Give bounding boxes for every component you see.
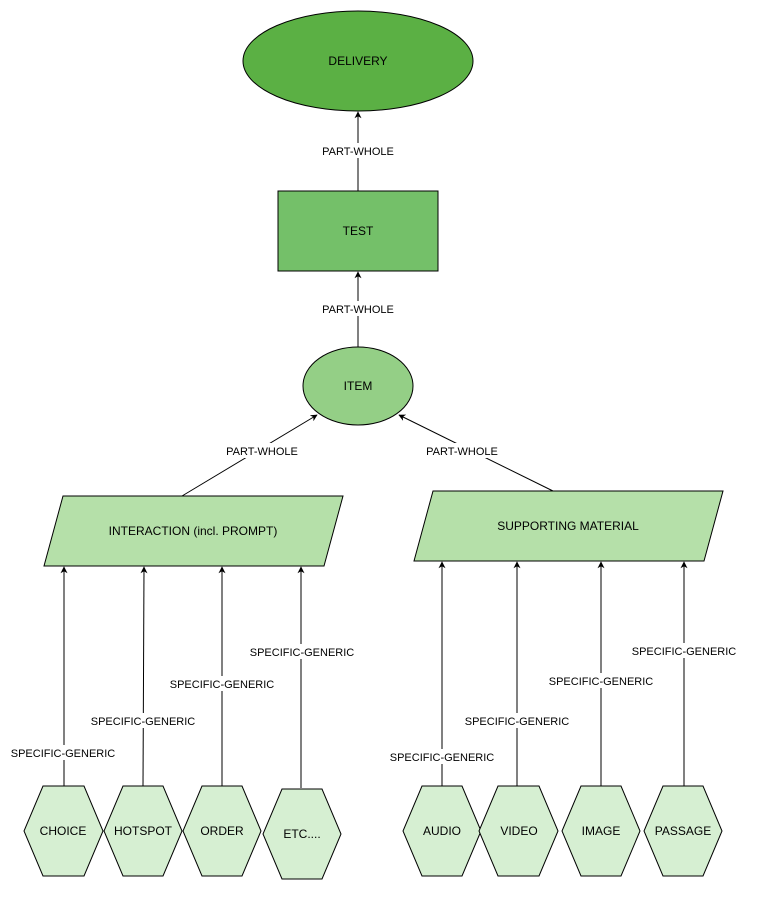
video-label: VIDEO xyxy=(500,824,537,838)
node-choice[interactable]: CHOICE xyxy=(23,785,104,877)
item-ellipse xyxy=(302,346,414,426)
edge-label-passage-to-supporting: SPECIFIC-GENERIC xyxy=(632,646,737,658)
node-item[interactable]: ITEM xyxy=(302,346,414,426)
edge-hotspot-to-interaction xyxy=(140,566,148,787)
audio-hexagon xyxy=(402,785,482,877)
edge-label-test-to-delivery: PART-WHOLE xyxy=(322,146,394,158)
order-label: ORDER xyxy=(200,824,244,838)
node-hotspot[interactable]: HOTSPOT xyxy=(103,785,183,877)
interaction-label: INTERACTION (incl. PROMPT) xyxy=(109,524,278,538)
etc-label: ETC.... xyxy=(283,827,320,841)
edge-label-supporting-to-item: PART-WHOLE xyxy=(426,446,498,458)
order-hexagon xyxy=(182,785,262,877)
choice-hexagon xyxy=(23,785,104,877)
edge-label-choice-to-interaction: SPECIFIC-GENERIC xyxy=(11,748,116,760)
image-hexagon xyxy=(561,785,641,877)
interaction-parallelogram xyxy=(43,495,344,567)
test-label: TEST xyxy=(343,224,374,238)
node-test[interactable]: TEST xyxy=(277,190,439,272)
edge-labels: PART-WHOLE PART-WHOLE PART-WHOLE PART-WH… xyxy=(9,143,739,764)
supporting-material-parallelogram xyxy=(413,490,724,562)
edge-label-image-to-supporting: SPECIFIC-GENERIC xyxy=(549,676,654,688)
node-image[interactable]: IMAGE xyxy=(561,785,641,877)
test-rectangle xyxy=(277,190,439,272)
node-interaction[interactable]: INTERACTION (incl. PROMPT) xyxy=(43,495,344,567)
hotspot-label: HOTSPOT xyxy=(114,824,173,838)
edge-label-hotspot-to-interaction: SPECIFIC-GENERIC xyxy=(91,716,196,728)
delivery-ellipse xyxy=(242,10,474,112)
node-etc[interactable]: ETC.... xyxy=(262,788,342,880)
passage-label: PASSAGE xyxy=(655,824,711,838)
hotspot-hexagon xyxy=(103,785,183,877)
node-audio[interactable]: AUDIO xyxy=(402,785,482,877)
choice-label: CHOICE xyxy=(40,824,87,838)
etc-hexagon xyxy=(262,788,342,880)
edge-label-order-to-interaction: SPECIFIC-GENERIC xyxy=(170,679,275,691)
audio-label: AUDIO xyxy=(423,824,461,838)
edge-label-item-to-test: PART-WHOLE xyxy=(322,304,394,316)
edges xyxy=(60,111,688,788)
image-label: IMAGE xyxy=(582,824,621,838)
node-passage[interactable]: PASSAGE xyxy=(643,785,723,877)
edge-label-audio-to-supporting: SPECIFIC-GENERIC xyxy=(390,752,495,764)
video-hexagon xyxy=(478,785,559,877)
supporting-material-label: SUPPORTING MATERIAL xyxy=(497,519,639,533)
edge-label-video-to-supporting: SPECIFIC-GENERIC xyxy=(465,716,570,728)
node-supporting-material[interactable]: SUPPORTING MATERIAL xyxy=(413,490,724,562)
edge-label-etc-to-interaction: SPECIFIC-GENERIC xyxy=(250,647,355,659)
edge-label-interaction-to-item: PART-WHOLE xyxy=(226,446,298,458)
node-delivery[interactable]: DELIVERY xyxy=(242,10,474,112)
node-video[interactable]: VIDEO xyxy=(478,785,559,877)
node-order[interactable]: ORDER xyxy=(182,785,262,877)
delivery-label: DELIVERY xyxy=(328,54,387,68)
passage-hexagon xyxy=(643,785,723,877)
item-label: ITEM xyxy=(344,379,373,393)
